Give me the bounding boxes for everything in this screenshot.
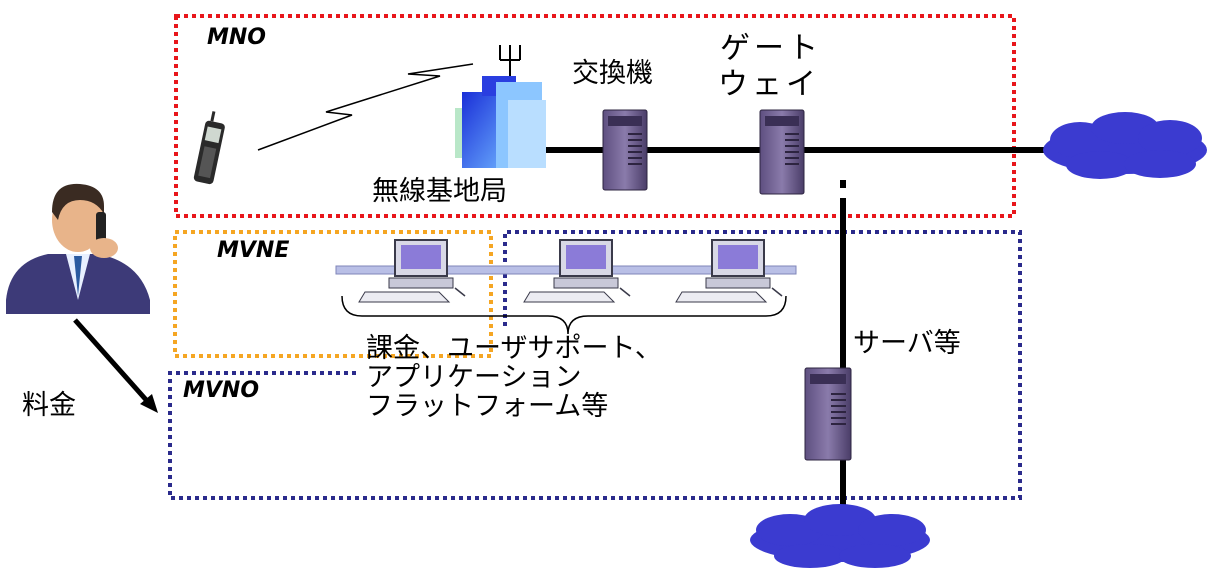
mvno-region-upper bbox=[168, 230, 1022, 500]
computer-icon bbox=[358, 239, 466, 303]
line-gap-marker bbox=[840, 180, 846, 188]
mno-region bbox=[174, 14, 1016, 218]
grouping-brace bbox=[341, 295, 787, 335]
gateway-label-line1: ゲート bbox=[720, 31, 822, 66]
computer-icon bbox=[675, 239, 783, 303]
exchange-label: 交換機 bbox=[572, 58, 653, 89]
platform-label-line1: 課金、ユーザサポート、 bbox=[366, 333, 662, 364]
computer-icon bbox=[523, 239, 631, 303]
server-label: サーバ等 bbox=[853, 328, 961, 359]
server-icon bbox=[804, 367, 852, 461]
mvne-region bbox=[173, 230, 493, 358]
platform-label-line2: アプリケーション bbox=[366, 362, 581, 393]
base-station-label: 無線基地局 bbox=[372, 176, 507, 207]
building-icon bbox=[455, 76, 546, 168]
antenna-icon bbox=[499, 45, 521, 78]
platform-label-line3: フラットフォーム等 bbox=[366, 391, 608, 422]
gateway-server-icon bbox=[759, 109, 805, 195]
mno-label: MNO bbox=[207, 25, 266, 50]
cloud-icon bbox=[1043, 112, 1207, 179]
gateway-label-line2: ウェイ bbox=[718, 67, 820, 102]
cloud-bottom-icon bbox=[750, 504, 930, 568]
fee-arrow bbox=[73, 318, 158, 413]
person-icon bbox=[6, 183, 150, 314]
mobile-phone-icon bbox=[193, 111, 225, 185]
radio-link bbox=[257, 63, 474, 151]
exchange-server-icon bbox=[602, 109, 648, 191]
mvno-label: MVNO bbox=[183, 378, 259, 403]
mvne-label: MVNE bbox=[217, 238, 289, 263]
fee-label: 料金 bbox=[22, 390, 76, 421]
